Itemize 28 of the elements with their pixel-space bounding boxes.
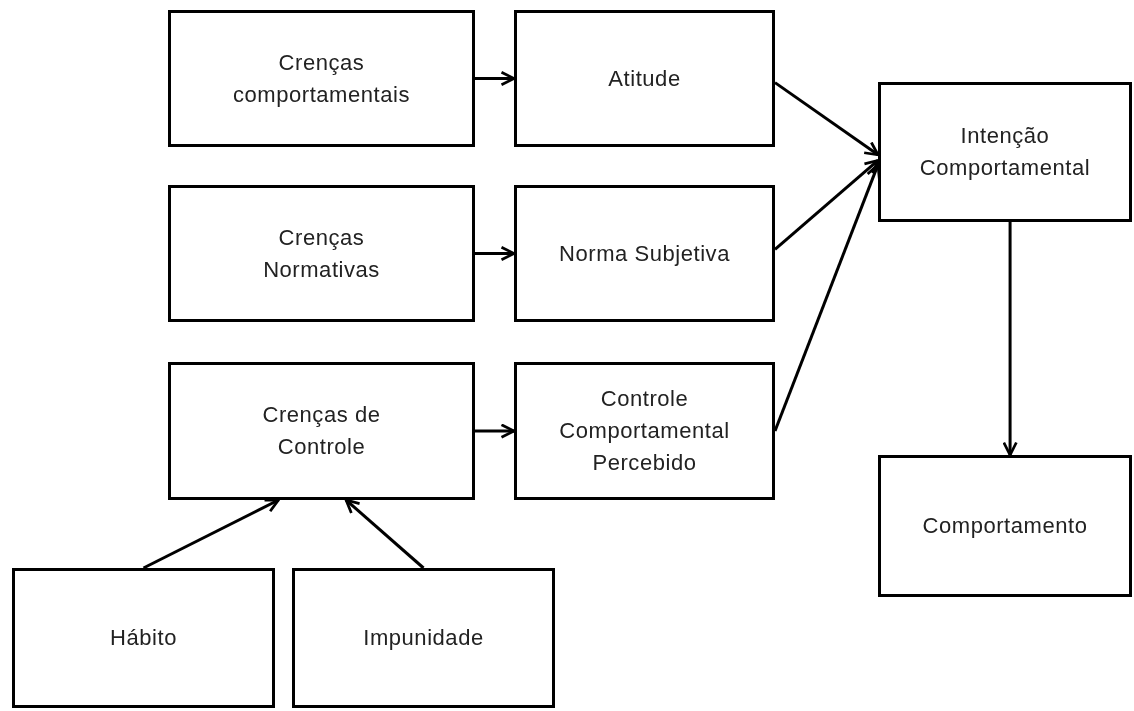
process-box (168, 185, 475, 322)
box-label: Intenção Comportamental (918, 122, 1092, 182)
arrow (1002, 222, 1018, 457)
arrow (344, 498, 425, 570)
process-box (514, 362, 775, 500)
arrow (475, 245, 516, 262)
process-box (292, 568, 555, 708)
process-box (168, 10, 475, 147)
process-box (878, 82, 1132, 222)
box-label: Atitude (608, 64, 681, 93)
box-label: Comportamento (922, 512, 1088, 541)
arrow (475, 70, 516, 87)
process-box (12, 568, 275, 708)
arrow (142, 498, 280, 570)
box-label: Controle Comportamental Percebido (558, 385, 731, 477)
process-box (168, 362, 475, 500)
box-label: Norma Subjetiva (559, 239, 730, 268)
box-label: Crenças Normativas (262, 223, 381, 284)
arrow (774, 159, 880, 251)
arrow (475, 423, 516, 439)
box-label: Crenças de Controle (261, 401, 382, 461)
arrow (774, 81, 880, 157)
box-label: Hábito (110, 624, 177, 653)
process-box (514, 10, 775, 147)
box-label: Crenças comportamentais (232, 48, 411, 109)
box-label: Impunidade (363, 624, 484, 653)
process-box (514, 185, 775, 322)
process-box (878, 455, 1132, 597)
